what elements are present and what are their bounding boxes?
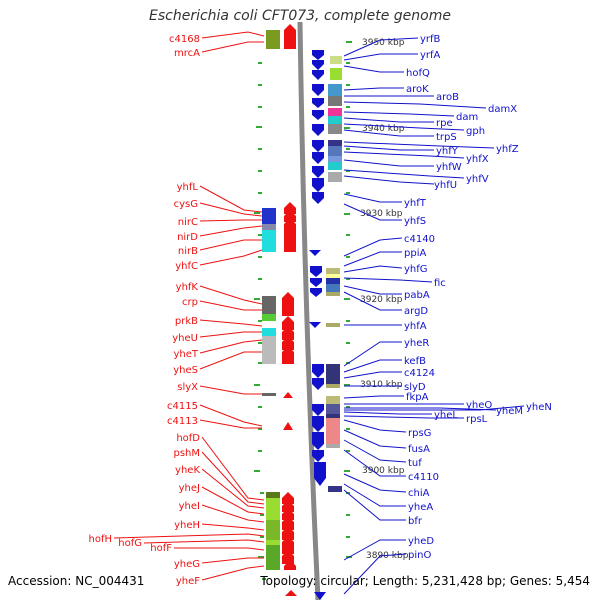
gene-label-c4140[interactable]: c4140 [404,234,435,245]
gene-label-argD[interactable]: argD [404,306,428,317]
map-title: Escherichia coli CFT073, complete genome [149,8,451,24]
gene-label-yheL[interactable]: yheL [434,410,458,421]
left-gene-labels: c4168 mrcA yhfL cysG nirC nirD nirB yhfC… [89,34,201,587]
gene-label-hofG[interactable]: hofG [118,538,142,549]
gene-label-c4168[interactable]: c4168 [169,34,200,45]
gene-label-yhfY[interactable]: yhfY [436,146,459,157]
gene-label-slyX[interactable]: slyX [177,382,198,393]
ruler-label: 3890 kbp [366,551,409,561]
gene-label-hofF[interactable]: hofF [150,543,172,554]
gene-label-yhfT[interactable]: yhfT [404,198,427,209]
gene-label-yheM[interactable]: yheM [496,406,523,417]
gene-label-hofH[interactable]: hofH [89,534,113,545]
gene-label-yheJ[interactable]: yheJ [179,483,200,494]
gene-label-aroK[interactable]: aroK [406,84,429,95]
forward-strand-genes [309,50,326,600]
gene-label-chiA[interactable]: chiA [408,488,430,499]
right-cog-boxes [326,56,342,492]
gene-label-yheK[interactable]: yheK [175,465,200,476]
gene-label-yheG[interactable]: yheG [174,559,200,570]
gene-label-yhfK[interactable]: yhfK [176,282,199,293]
gene-label-yhfL[interactable]: yhfL [177,182,199,193]
right-leader-lines [343,37,525,595]
gene-label-cysG[interactable]: cysG [174,199,198,210]
gene-label-tuf[interactable]: tuf [408,458,422,469]
gene-label-hofD[interactable]: hofD [176,433,200,444]
gene-label-pinO[interactable]: pinO [408,550,431,561]
genome-backbone [297,21,321,601]
left-leader-lines [113,31,265,581]
gene-label-yheA[interactable]: yheA [408,502,433,513]
gene-label-slyD[interactable]: slyD [404,382,426,393]
kbp-ruler: 3950 kbp 3940 kbp 3930 kbp 3920 kbp 3910… [360,38,409,561]
gene-label-c4124[interactable]: c4124 [404,368,435,379]
gene-label-yheI[interactable]: yheI [179,501,200,512]
gene-label-kefB[interactable]: kefB [404,356,426,367]
gene-label-trpS[interactable]: trpS [436,132,457,143]
gene-label-prkB[interactable]: prkB [175,316,198,327]
accession-label: Accession: NC_004431 [8,574,145,588]
gene-label-yheD[interactable]: yheD [408,536,434,547]
gene-label-pabA[interactable]: pabA [404,290,430,301]
gene-label-hofQ[interactable]: hofQ [406,68,430,79]
gene-label-yheS[interactable]: yheS [173,365,198,376]
gene-label-c4115[interactable]: c4115 [167,401,198,412]
gene-label-fic[interactable]: fic [434,278,446,289]
ruler-label: 3940 kbp [362,124,405,134]
gene-label-yhfC[interactable]: yhfC [175,261,198,272]
gene-label-yhfU[interactable]: yhfU [434,180,457,191]
left-tick-guides [254,62,266,580]
gene-label-fkpA[interactable]: fkpA [406,392,429,403]
ruler-label: 3950 kbp [362,38,405,48]
gene-label-crp[interactable]: crp [182,297,198,308]
gene-label-bfr[interactable]: bfr [408,516,423,527]
ruler-label: 3920 kbp [360,295,403,305]
gene-label-ppiA[interactable]: ppiA [404,248,426,259]
gene-label-aroB[interactable]: aroB [436,92,459,103]
genome-summary: Topology: circular; Length: 5,231,428 bp… [260,574,590,588]
gene-label-yheR[interactable]: yheR [404,338,429,349]
gene-label-nirC[interactable]: nirC [178,217,198,228]
ruler-label: 3930 kbp [360,209,403,219]
gene-label-yheT[interactable]: yheT [173,349,198,360]
gene-label-yrfB[interactable]: yrfB [420,34,441,45]
gene-label-nirB[interactable]: nirB [178,246,198,257]
ruler-label: 3900 kbp [362,466,405,476]
gene-label-yrfA[interactable]: yrfA [420,50,441,61]
gene-label-yhfG[interactable]: yhfG [404,264,428,275]
reverse-strand-genes [282,24,297,596]
gene-label-yheF[interactable]: yheF [176,576,200,587]
gene-label-yhfV[interactable]: yhfV [466,174,489,185]
gene-label-damX[interactable]: damX [488,104,517,115]
gene-label-rpsL[interactable]: rpsL [466,414,488,425]
gene-label-yhfZ[interactable]: yhfZ [496,144,519,155]
gene-label-pshM[interactable]: pshM [173,448,200,459]
gene-label-nirD[interactable]: nirD [177,232,198,243]
gene-label-yheU[interactable]: yheU [172,333,198,344]
gene-label-yheH[interactable]: yheH [174,520,200,531]
gene-label-fusA[interactable]: fusA [408,444,430,455]
ruler-label: 3910 kbp [360,380,403,390]
gene-label-yheO[interactable]: yheO [466,400,492,411]
gene-label-c4113[interactable]: c4113 [167,416,198,427]
gene-label-yhfW[interactable]: yhfW [436,162,462,173]
gene-label-rpe[interactable]: rpe [436,118,453,129]
right-gene-labels: yrfB yrfA hofQ aroK aroB damX dam rpe gp… [404,34,552,561]
gene-label-rpsG[interactable]: rpsG [408,428,431,439]
gene-label-yhfX[interactable]: yhfX [466,154,489,165]
gene-label-yhfA[interactable]: yhfA [404,321,427,332]
gene-label-yhfS[interactable]: yhfS [404,216,426,227]
left-cog-boxes [262,30,280,570]
gene-label-c4110[interactable]: c4110 [408,472,439,483]
gene-label-gph[interactable]: gph [466,126,485,137]
gene-label-mrcA[interactable]: mrcA [174,48,200,59]
gene-label-yheN[interactable]: yheN [526,402,552,413]
gene-label-dam[interactable]: dam [456,112,478,123]
